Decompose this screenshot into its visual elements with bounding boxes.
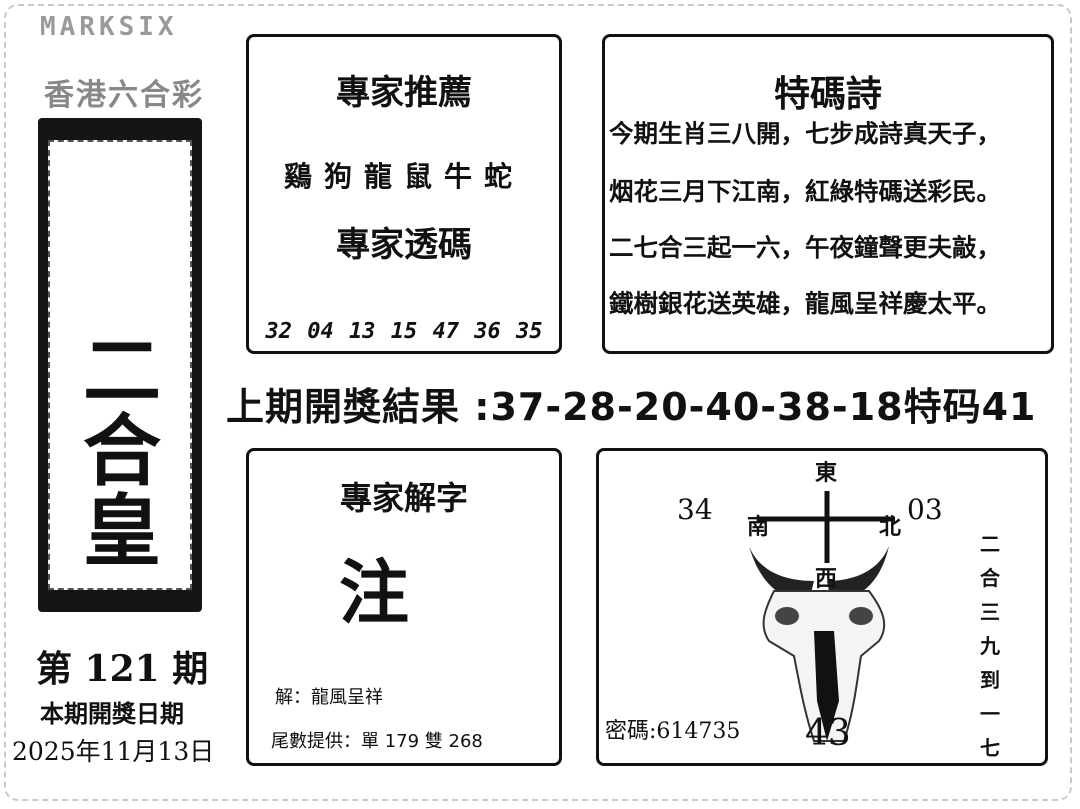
vertical-char-6: 一 [980,702,1000,726]
expert-pick-title: 專家推薦 [336,73,472,113]
compass-bottom-number: 43 [805,713,851,754]
banner-char-1: 二 [82,327,161,417]
brand-subtitle: 香港六合彩 [44,78,204,113]
compass-right-number: 03 [907,493,943,526]
last-result-value: :37-28-20-40-38-18特码41 [474,385,1037,429]
vertical-banner: 二 合 皇 [38,118,202,612]
expert-pick-zodiacs: 鷄狗龍鼠牛蛇 [283,160,524,193]
last-result-label: 上期開獎結果 [226,385,461,429]
banner-text: 二 合 皇 [50,332,194,572]
vertical-char-5: 到 [980,668,1000,692]
expert-word-tail: 尾數提供：單 179 雙 268 [271,731,483,752]
vertical-char-2: 合 [980,566,1000,590]
compass-left-number: 34 [677,493,713,526]
banner-char-3: 皇 [82,487,161,577]
brand-logo-text: MARKSIX [40,12,178,42]
banner-char-2: 合 [82,407,161,497]
compass-vertical-text: 二 合 三 九 到 一 七 [977,527,1003,765]
banner-inner: 二 合 皇 [48,140,192,590]
skull-illustration [749,491,895,742]
expert-word-panel: 專家解字 注 解：龍風呈祥 尾數提供：單 179 雙 268 [246,448,562,766]
expert-word-character: 注 [339,551,409,634]
page-frame [4,4,1072,801]
issue-number: 第 121 期 [36,648,209,690]
poem-panel: 特碼詩 今期生肖三八開，七步成詩真天子， 烟花三月下江南，紅綠特碼送彩民。 二七… [602,34,1054,354]
poem-line-3: 二七合三起一六，午夜鐘聲更夫敲， [609,233,1001,262]
compass-panel: 東 南 西 北 34 03 二 合 三 九 到 一 七 密碼:614735 43 [596,448,1048,766]
poem-title: 特碼詩 [773,74,882,115]
expert-word-explanation: 解：龍風呈祥 [275,687,383,708]
compass-north: 北 [879,514,902,540]
last-result: 上期開獎結果 :37-28-20-40-38-18特码41 [226,376,1036,431]
poem-line-1: 今期生肖三八開，七步成詩真天子， [609,119,1001,148]
expert-word-title: 專家解字 [339,479,468,517]
compass-south: 南 [747,514,770,540]
expert-pick-panel: 專家推薦 鷄狗龍鼠牛蛇 專家透碼 32 04 13 15 47 36 35 [246,34,562,354]
compass-east: 東 [815,460,838,486]
issue-date-label: 本期開獎日期 [40,700,184,728]
vertical-char-3: 三 [980,600,1000,624]
poem-line-2: 烟花三月下江南，紅綠特碼送彩民。 [609,177,1001,206]
vertical-char-1: 二 [980,532,1000,556]
expert-pick-numbers: 32 04 13 15 47 36 35 [265,319,543,344]
vertical-char-7: 七 [980,736,1000,760]
expert-pick-subtitle: 專家透碼 [336,225,472,265]
poem-line-4: 鐵樹銀花送英雄，龍風呈祥慶太平。 [609,289,1001,318]
secret-code: 密碼:614735 [605,719,741,744]
issue-date: 2025年11月13日 [12,737,215,766]
vertical-char-4: 九 [980,634,1000,658]
compass-west: 西 [815,566,838,592]
